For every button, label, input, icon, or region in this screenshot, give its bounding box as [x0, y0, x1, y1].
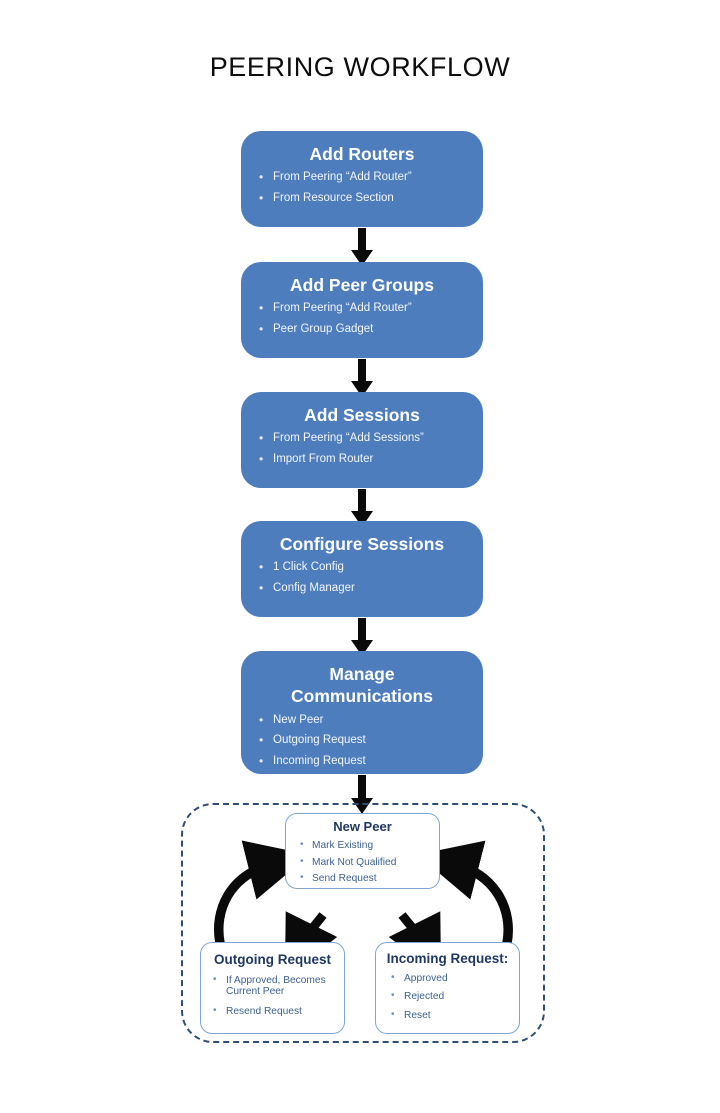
- list-item: 1 Click Config: [257, 561, 473, 574]
- list-item: Peer Group Gadget: [257, 323, 473, 336]
- list-item: New Peer: [257, 714, 473, 727]
- list-item: From Peering “Add Router”: [257, 171, 473, 184]
- list-item: Outgoing Request: [257, 734, 473, 747]
- list-item: Rejected: [379, 990, 516, 1003]
- list-item: If Approved, Becomes Current Peer: [204, 974, 341, 998]
- list-item: From Peering “Add Router”: [257, 302, 473, 315]
- cycle-box-outgoing-request[interactable]: Outgoing Request If Approved, Becomes Cu…: [200, 942, 345, 1034]
- list-item: Mark Existing: [290, 839, 435, 852]
- sub-bullet-list: Mark Existing Mark Not Qualified Send Re…: [290, 839, 435, 885]
- list-item: Import From Router: [257, 453, 473, 466]
- step-bullet-list: 1 Click Config Config Manager: [241, 561, 483, 595]
- list-item: Incoming Request: [257, 755, 473, 768]
- sub-bullet-list: Approved Rejected Reset: [379, 972, 516, 1022]
- flow-step-add-sessions[interactable]: Add Sessions From Peering “Add Sessions”…: [241, 392, 483, 488]
- list-item: Send Request: [290, 872, 435, 885]
- flow-step-configure-sessions[interactable]: Configure Sessions 1 Click Config Config…: [241, 521, 483, 617]
- list-item: Resend Request: [204, 1005, 341, 1018]
- step-title: Add Peer Groups: [290, 275, 434, 295]
- sub-box-title: New Peer: [333, 819, 392, 834]
- sub-box-title: Outgoing Request: [214, 952, 331, 967]
- cycle-box-incoming-request[interactable]: Incoming Request: Approved Rejected Rese…: [375, 942, 520, 1034]
- arrow-down-1: [351, 228, 373, 266]
- page-title: PEERING WORKFLOW: [209, 52, 511, 82]
- list-item: Config Manager: [257, 582, 473, 595]
- step-title: Add Sessions: [304, 405, 420, 425]
- step-title: Manage Communications: [291, 664, 433, 707]
- list-item: From Resource Section: [257, 192, 473, 205]
- step-bullet-list: From Peering “Add Sessions” Import From …: [241, 432, 483, 466]
- flow-step-add-routers[interactable]: Add Routers From Peering “Add Router” Fr…: [241, 131, 483, 227]
- flow-step-manage-communications[interactable]: Manage Communications New Peer Outgoing …: [241, 651, 483, 774]
- sub-bullet-list: If Approved, Becomes Current Peer Resend…: [204, 974, 341, 1018]
- list-item: Reset: [379, 1009, 516, 1022]
- step-bullet-list: New Peer Outgoing Request Incoming Reque…: [241, 714, 483, 768]
- cycle-box-new-peer[interactable]: New Peer Mark Existing Mark Not Qualifie…: [285, 813, 440, 889]
- arrow-down-5: [351, 775, 373, 815]
- sub-box-title: Incoming Request:: [386, 951, 509, 966]
- step-title: Add Routers: [309, 144, 415, 164]
- list-item: From Peering “Add Sessions”: [257, 432, 473, 445]
- flow-step-add-peer-groups[interactable]: Add Peer Groups From Peering “Add Router…: [241, 262, 483, 358]
- list-item: Approved: [379, 972, 516, 985]
- cycle-group-container: [181, 803, 545, 1043]
- list-item: Mark Not Qualified: [290, 856, 435, 869]
- step-bullet-list: From Peering “Add Router” From Resource …: [241, 171, 483, 205]
- step-title: Configure Sessions: [279, 534, 445, 554]
- step-bullet-list: From Peering “Add Router” Peer Group Gad…: [241, 302, 483, 336]
